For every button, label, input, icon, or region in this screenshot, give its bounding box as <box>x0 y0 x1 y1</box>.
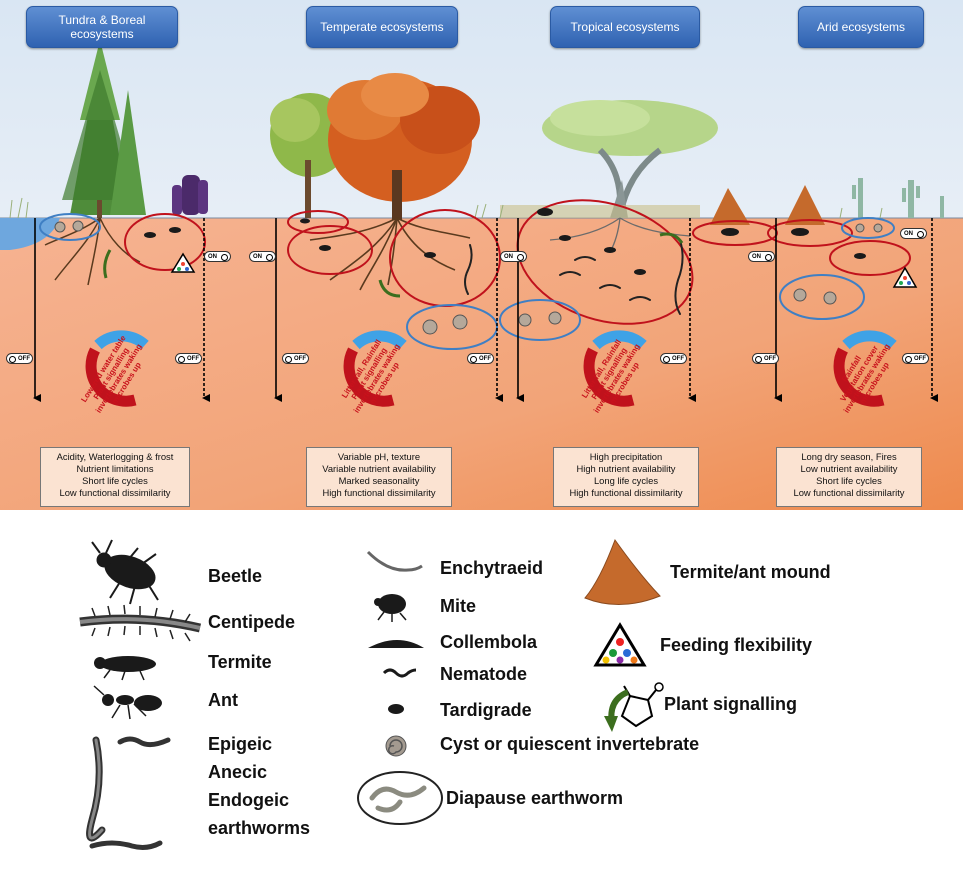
factor-box-temperate: Variable pH, texture Variable nutrient a… <box>306 447 452 507</box>
factor-line: Low nutrient availability <box>800 463 898 474</box>
vertical-arrows <box>33 218 938 402</box>
switch-off-temperate-left: OFF <box>282 353 309 364</box>
legend-nematode: Nematode <box>440 664 528 684</box>
feeding-flexibility-icon <box>593 622 647 667</box>
eco-title-tundra: Tundra & Boreal ecosystems <box>26 6 178 48</box>
legend-mound: Termite/ant mound <box>670 562 831 582</box>
factor-line: Variable pH, texture <box>337 451 421 462</box>
diagram-artwork <box>0 0 963 510</box>
legend-ant: Ant <box>208 690 238 710</box>
legend-enchytraeid: Enchytraeid <box>440 558 544 578</box>
eco-title-tropical: Tropical ecosystems <box>550 6 700 48</box>
ant-icon <box>93 685 162 720</box>
factor-line: High functional dissimilarity <box>569 487 683 498</box>
factor-line: Low functional dissimilarity <box>59 487 171 498</box>
factor-line: Short life cycles <box>816 475 882 486</box>
legend-earthworms-3: Endogeic <box>208 790 290 810</box>
legend-icons <box>79 538 664 850</box>
factor-line: Variable nutrient availability <box>322 463 436 474</box>
ecosystems-diagram: Tundra & Boreal ecosystems Temperate eco… <box>0 0 963 510</box>
switch-off-temperate-right: OFF <box>467 353 494 364</box>
tropical-tree <box>500 100 718 218</box>
eco-title-temperate: Temperate ecosystems <box>306 6 458 48</box>
eco-title-arid: Arid ecosystems <box>798 6 924 48</box>
mite-icon <box>374 594 407 622</box>
temperate-trees <box>270 73 480 220</box>
collembola-icon <box>368 640 424 648</box>
purple-flowers <box>172 175 208 215</box>
plant-signalling-icon <box>604 682 664 732</box>
switch-on-tundra: ON <box>204 251 231 262</box>
legend-collembola: Collembola <box>440 632 538 652</box>
legend-earthworms-1: Epigeic <box>208 734 273 754</box>
factor-line: Acidity, Waterlogging & frost <box>56 451 174 462</box>
switch-off-arid-left: OFF <box>752 353 779 364</box>
legend-tardigrade: Tardigrade <box>440 700 532 720</box>
factor-line: Low functional dissimilarity <box>793 487 905 498</box>
termite-mound-icon <box>584 538 661 606</box>
cycle-arrows <box>85 330 897 407</box>
switch-on-temperate: ON <box>249 251 276 262</box>
factor-line: Long dry season, Fires <box>801 451 897 462</box>
feeding-triangles <box>170 252 918 288</box>
factor-box-tundra: Acidity, Waterlogging & frost Nutrient l… <box>40 447 190 507</box>
legend-earthworms-2: Anecic <box>208 762 268 782</box>
legend-termite: Termite <box>208 652 272 672</box>
legend-beetle: Beetle <box>208 566 263 586</box>
factor-line: Nutrient limitations <box>76 463 154 474</box>
legend-earthworms-4: earthworms <box>208 818 311 838</box>
switch-off-arid-right: OFF <box>902 353 929 364</box>
tundra-roots <box>44 217 141 286</box>
legend-centipede: Centipede <box>208 612 296 632</box>
factor-box-arid: Long dry season, Fires Low nutrient avai… <box>776 447 922 507</box>
switch-on-tropical: ON <box>500 251 527 262</box>
legend-diapause: Diapause earthworm <box>446 788 624 808</box>
factor-line: Short life cycles <box>82 475 148 486</box>
termite-mounds <box>710 185 825 225</box>
cysts <box>54 220 883 335</box>
conifer-trees <box>62 40 146 218</box>
legend-mite: Mite <box>440 596 476 616</box>
legend-cyst: Cyst or quiescent invertebrate <box>440 734 700 754</box>
cyst-icon <box>385 735 407 757</box>
factor-line: Long life cycles <box>593 475 659 486</box>
switch-off-tundra-left: OFF <box>6 353 33 364</box>
water-pool <box>0 218 60 250</box>
centipede-icon <box>79 604 202 642</box>
switch-off-tropical: OFF <box>660 353 687 364</box>
termite-icon <box>94 656 156 681</box>
switch-on-arid: ON <box>748 251 775 262</box>
legend-feeding: Feeding flexibility <box>660 635 813 655</box>
enchytraeid-icon <box>366 550 423 572</box>
diapause-earthworm-icon <box>357 771 443 825</box>
worms <box>464 239 684 315</box>
factor-line: High precipitation <box>589 451 663 462</box>
legend: Beetle Centipede Termite Ant Epigeic Ane… <box>0 520 963 870</box>
factor-line: Marked seasonality <box>338 475 420 486</box>
cacti <box>852 178 944 218</box>
plant-signal-arrows <box>103 232 684 298</box>
switch-off-tundra-right: OFF <box>175 353 202 364</box>
switch-on-arid-right: ON <box>900 228 927 239</box>
factor-line: High nutrient availability <box>576 463 676 474</box>
beetle-icon <box>91 539 159 605</box>
soil-fauna <box>144 208 866 275</box>
tardigrade-icon <box>388 704 404 714</box>
legend-signalling: Plant signalling <box>664 694 798 714</box>
factor-box-tropical: High precipitation High nutrient availab… <box>553 447 699 507</box>
nematode-icon <box>382 668 417 678</box>
factor-line: High functional dissimilarity <box>322 487 436 498</box>
grass <box>9 197 883 219</box>
earthworm-icon <box>86 736 171 850</box>
